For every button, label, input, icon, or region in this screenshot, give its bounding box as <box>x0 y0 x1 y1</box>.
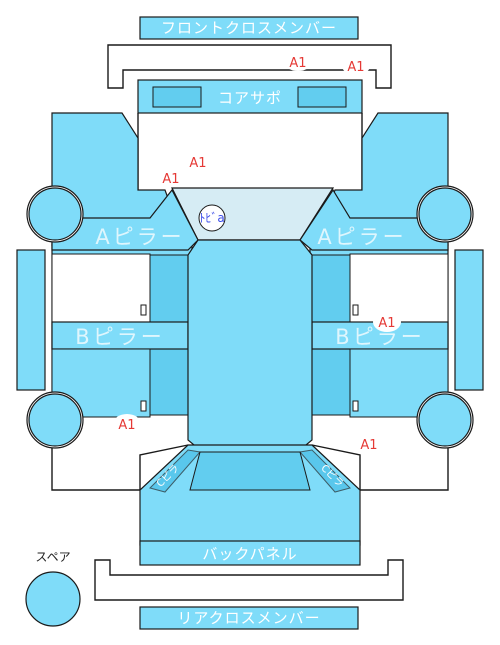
roof-panel[interactable] <box>187 239 313 451</box>
svg-text:A1: A1 <box>347 60 364 75</box>
a-pillar-left-label: Aピラー <box>95 225 184 249</box>
rear-bumper-outline <box>94 559 404 601</box>
spare-tire-label: スペア <box>35 550 70 564</box>
damage-mark[interactable]: A1 <box>113 414 141 434</box>
side-sill-right[interactable] <box>454 249 484 391</box>
b-pillar-left-label: Bピラー <box>75 325 164 349</box>
a-pillar-right-label: Aピラー <box>317 225 406 249</box>
damage-mark[interactable]: A1 <box>189 156 206 171</box>
b-pillar-left[interactable]: Bピラー <box>51 321 189 350</box>
svg-text:A1: A1 <box>189 156 206 171</box>
front-bumper-outline <box>107 44 392 89</box>
damage-mark[interactable]: A1 <box>284 53 312 71</box>
hinge-mark <box>140 304 147 316</box>
svg-text:A1: A1 <box>360 438 377 453</box>
side-sill-left[interactable] <box>16 249 46 391</box>
stamp-text: ﾄﾋﾞa <box>199 211 224 225</box>
svg-text:A1: A1 <box>162 172 179 187</box>
a-pillar-left[interactable]: Aピラー <box>51 188 199 251</box>
rear-cross-member[interactable]: リアクロスメンバー <box>139 606 359 630</box>
door-opening-front-left <box>51 253 151 323</box>
front-cross-member-label: フロントクロスメンバー <box>161 19 337 37</box>
svg-text:A1: A1 <box>118 418 135 433</box>
stamp-mark: ﾄﾋﾞa <box>198 204 226 232</box>
back-panel[interactable]: バックパネル <box>139 540 361 566</box>
wheel-rear-left[interactable] <box>26 391 84 449</box>
damage-mark[interactable]: A1 <box>162 172 179 187</box>
core-support[interactable]: コアサポ <box>137 79 363 114</box>
hinge-mark <box>140 400 147 412</box>
wheel-front-left[interactable] <box>26 185 84 243</box>
svg-text:A1: A1 <box>289 56 306 71</box>
wheel-front-right[interactable] <box>416 185 474 243</box>
back-panel-label: バックパネル <box>202 545 297 563</box>
door-opening-front-right <box>349 253 449 323</box>
damage-mark[interactable]: A1 <box>360 438 377 453</box>
hinge-mark <box>352 304 359 316</box>
hinge-mark <box>352 400 359 412</box>
svg-text:A1: A1 <box>378 316 395 331</box>
spare-tire[interactable]: スペア <box>25 550 81 627</box>
a-pillar-right[interactable]: Aピラー <box>299 188 449 251</box>
front-cross-member[interactable]: フロントクロスメンバー <box>139 16 359 40</box>
rear-cross-member-label: リアクロスメンバー <box>177 609 320 627</box>
damage-mark[interactable]: A1 <box>342 57 370 75</box>
damage-mark[interactable]: A1 <box>373 312 401 332</box>
trunk-deck[interactable] <box>139 444 361 546</box>
wheel-rear-right[interactable] <box>416 391 474 449</box>
core-support-label: コアサポ <box>218 89 282 107</box>
